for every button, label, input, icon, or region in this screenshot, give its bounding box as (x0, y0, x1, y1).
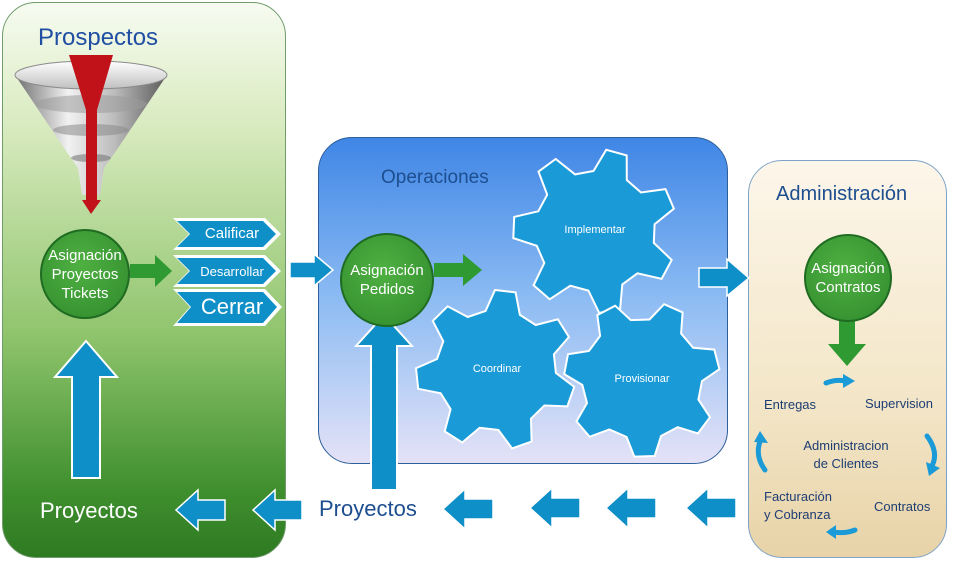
proyectos-flow-label: Proyectos (319, 496, 417, 521)
gear-label-coordinar: Coordinar (472, 363, 522, 375)
prospectos-title: Prospectos (38, 24, 159, 51)
blue-arrow-left (528, 486, 581, 530)
stage-chevron-desarrollar[interactable] (173, 255, 281, 287)
gear-label-provisionar: Provisionar (614, 373, 670, 385)
green-arrow-right (130, 255, 172, 287)
green-arrow-down (828, 317, 866, 366)
blue-arrow-left (684, 486, 737, 530)
cycle-label-entregas: Entregas (764, 397, 817, 412)
blue-arrow-left (174, 488, 226, 532)
stage-chevron-cerrar[interactable] (173, 289, 282, 326)
cycle-label-administracion-clientes: Administracion de Clientes (803, 438, 889, 471)
stage-chevron-calificar[interactable] (173, 218, 281, 250)
gears-group (414, 148, 721, 458)
green-arrow-right (434, 254, 482, 286)
stage-label-cerrar: Cerrar (200, 294, 264, 319)
cycle-label-contratos: Contratos (874, 499, 931, 514)
stage-label-desarrollar: Desarrollar (200, 264, 264, 279)
operaciones-title: Operaciones (381, 167, 489, 188)
blue-arrow-left (604, 486, 657, 530)
blue-arrow-right (698, 257, 751, 298)
gear-label-implementar: Implementar (564, 224, 626, 236)
proyectos-label-prospectos: Proyectos (40, 498, 138, 523)
cycle-label-supervision: Supervision (865, 396, 933, 411)
asignacion-contratos-circle[interactable]: Asignación Contratos (804, 234, 892, 322)
asignacion-proyectos-label: Asignación Proyectos Tickets (48, 246, 122, 302)
gear-provisionar-icon (563, 303, 721, 458)
stage-label-calificar: Calificar (204, 225, 260, 242)
blue-arrow-up (52, 339, 120, 479)
blue-arrow-left (251, 488, 303, 532)
blue-arrow-left (441, 487, 494, 531)
asignacion-proyectos-circle[interactable]: Asignación Proyectos Tickets (40, 229, 130, 319)
cycle-label-facturacion: Facturación y Cobranza (764, 489, 832, 522)
asignacion-pedidos-circle[interactable]: Asignación Pedidos (340, 233, 434, 327)
cycle-arrowheads-icon (754, 374, 940, 539)
funnel-icon (14, 55, 168, 214)
gear-coordinar-icon (414, 288, 576, 450)
asignacion-pedidos-label: Asignación Pedidos (350, 262, 424, 298)
administracion-title: Administración (776, 183, 908, 205)
blue-arrow-right (289, 252, 335, 288)
blue-arrow-up (353, 313, 415, 491)
gear-implementar-icon (512, 148, 676, 315)
asignacion-contratos-label: Asignación Contratos (811, 260, 885, 296)
